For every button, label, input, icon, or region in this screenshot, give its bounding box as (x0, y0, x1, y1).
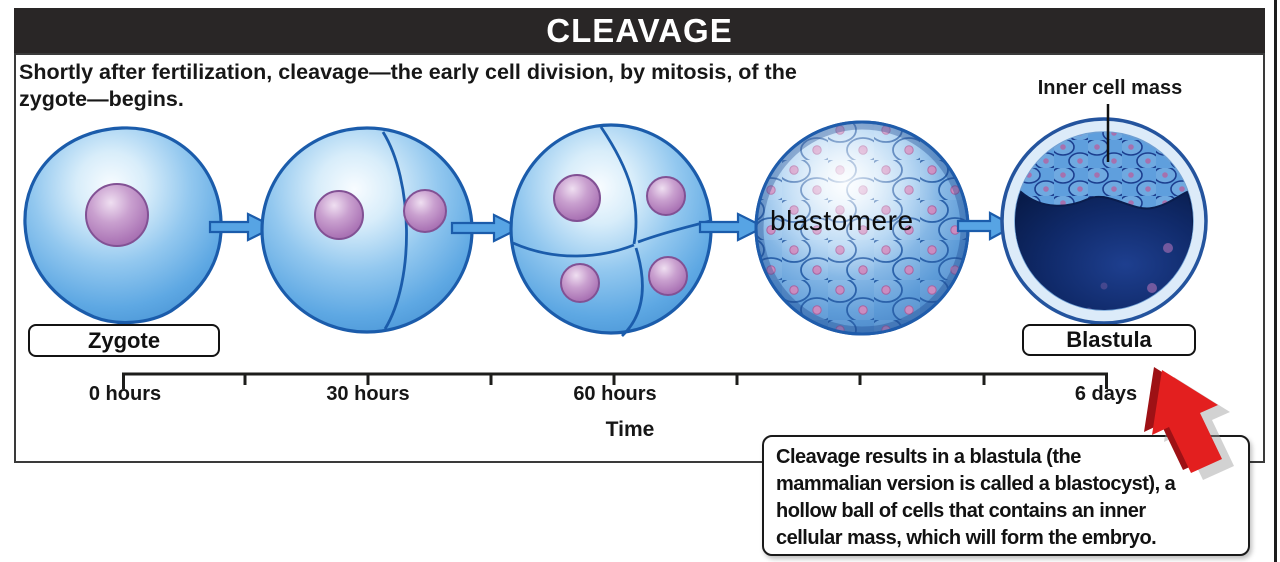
timeline-tick-label-30hours: 30 hours (326, 383, 410, 405)
stage-arrow-3 (698, 212, 767, 242)
blastula-label-box: Blastula (1022, 324, 1196, 356)
page-title: CLEAVAGE (546, 11, 733, 49)
stage-arrow-2 (450, 213, 523, 243)
blastula-graphic (1000, 104, 1208, 325)
timeline-tick-label-60hours: 60 hours (573, 383, 657, 405)
timeline-tick-label-6days: 6 days (1074, 383, 1138, 405)
time-axis-title: Time (605, 418, 655, 441)
zygote-nucleus (85, 183, 149, 247)
zygote-label-box: Zygote (28, 324, 220, 357)
callout-line-1: Cleavage results in a blastula (the (776, 446, 1081, 468)
callout-line-4: cellular mass, which will form the embry… (776, 527, 1157, 549)
callout-line-2: mammalian version is called a blastocyst… (776, 473, 1176, 495)
zygote-label: Zygote (87, 328, 161, 353)
morula-graphic (754, 120, 970, 336)
intro-text: Shortly after fertilization, cleavage—th… (19, 59, 979, 113)
callout-box: Cleavage results in a blastula (the mamm… (762, 435, 1250, 556)
intro-line-2: zygote—begins. (19, 87, 184, 111)
intro-line-1: Shortly after fertilization, cleavage—th… (19, 60, 797, 84)
inner-cell-mass-label: Inner cell mass (1037, 77, 1183, 99)
blastula-label: Blastula (1066, 327, 1152, 352)
four-cell-stage-graphic (509, 123, 713, 338)
red-arrow-icon (1144, 367, 1234, 480)
timeline-tick-label-0hours: 0 hours (88, 383, 162, 405)
blastomere-label: blastomere (770, 205, 914, 236)
slide-right-edge-line (1274, 0, 1277, 562)
zygote-cell-graphic (23, 126, 223, 325)
timeline-axis (122, 372, 1108, 389)
title-bar: CLEAVAGE (14, 8, 1265, 53)
callout-line-3: hollow ball of cells that contains an in… (776, 500, 1146, 522)
